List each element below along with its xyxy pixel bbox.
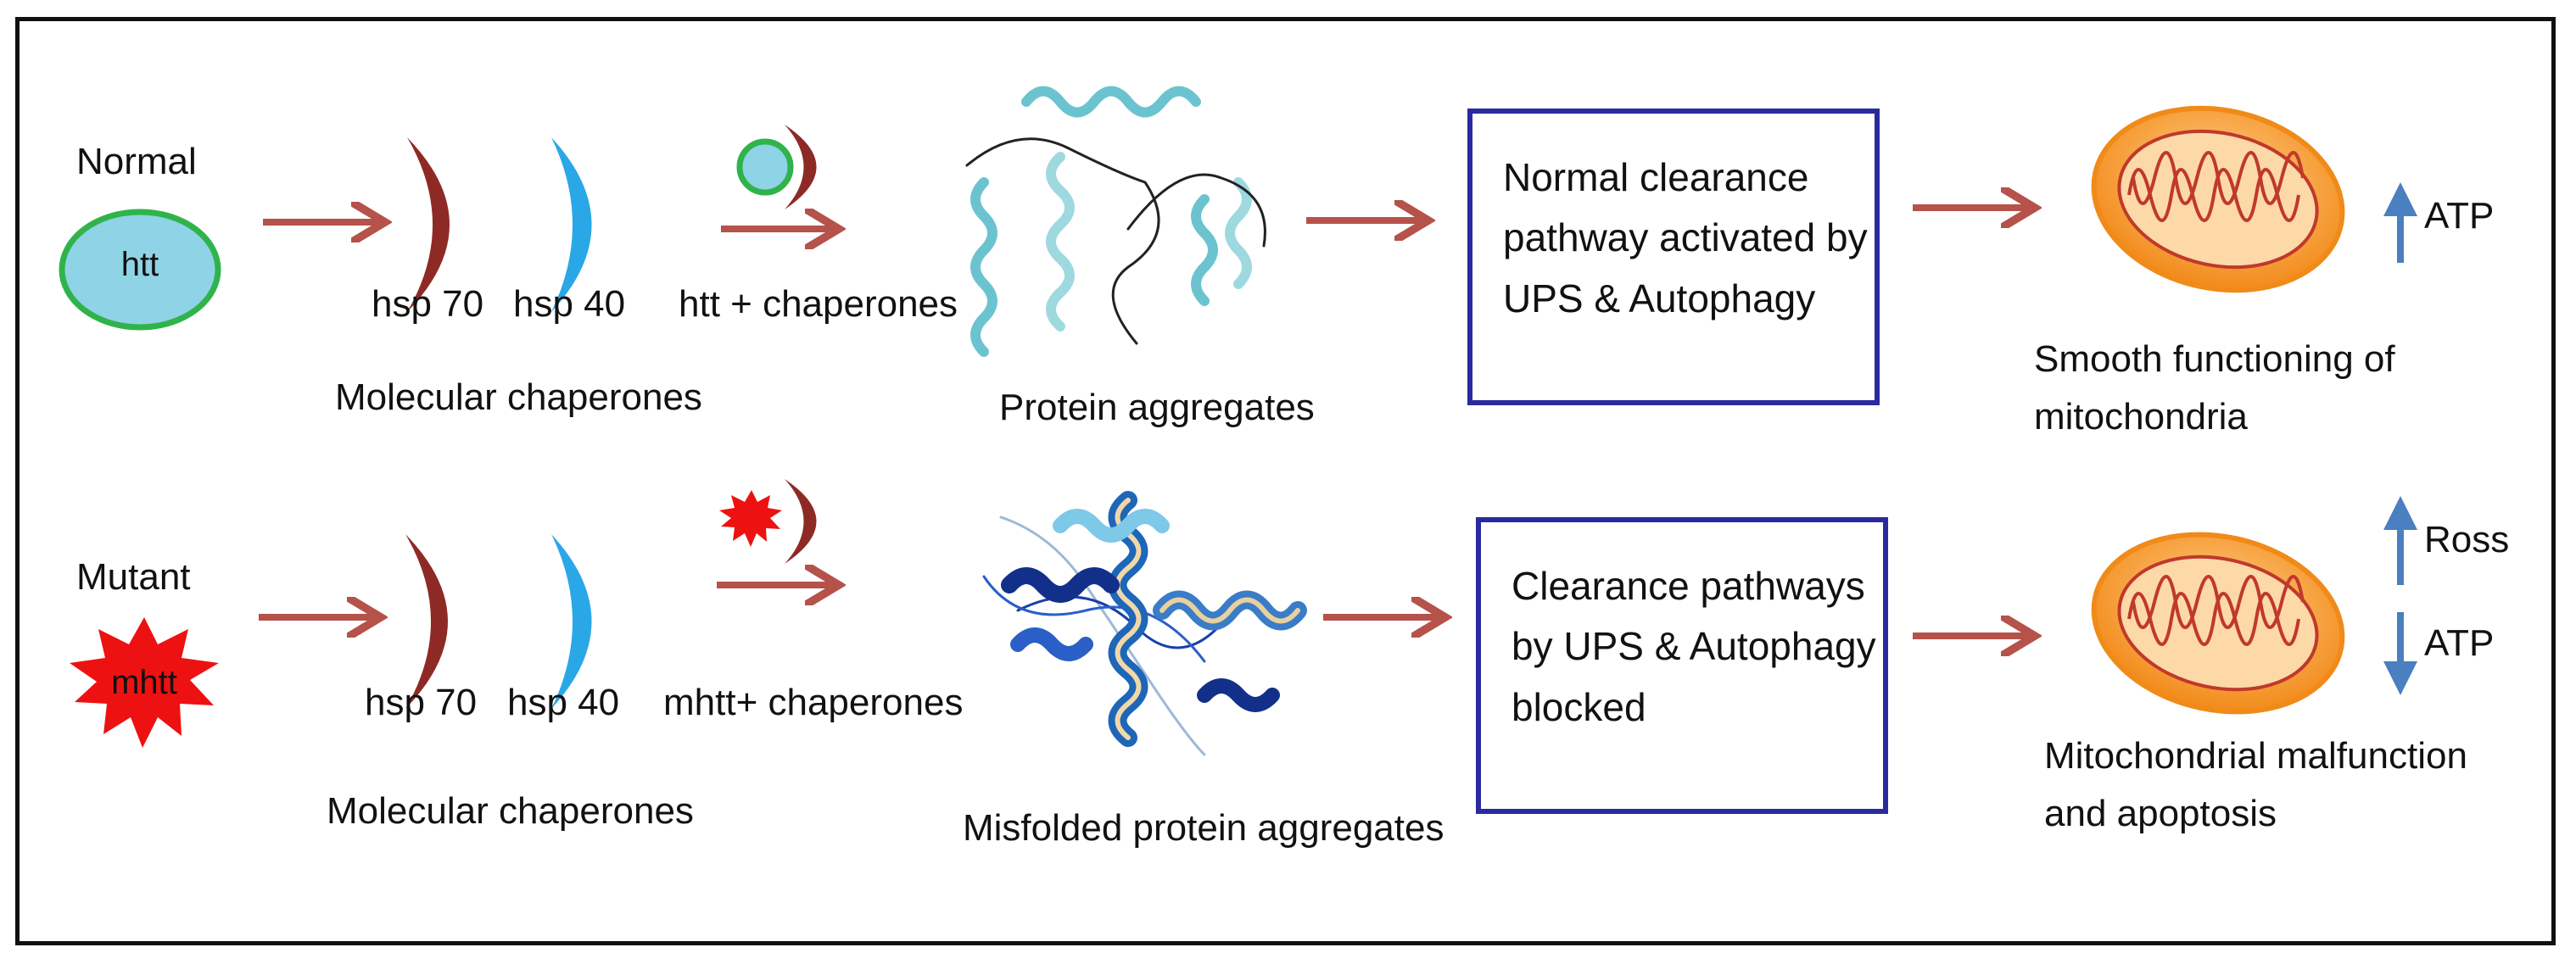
hsp70-label-2: hsp 70 <box>365 682 478 723</box>
ross-up-label: Ross <box>2424 519 2510 560</box>
htt-complex-chaperone-shape <box>785 125 817 209</box>
hsp40-label: hsp 40 <box>513 283 626 325</box>
molecular-chaperones-label-2: Molecular chaperones <box>327 790 694 832</box>
blocked-clearance-pathway-text: Clearance pathways by UPS & Autophagy bl… <box>1512 564 1876 729</box>
mhtt-protein-shape <box>70 617 219 748</box>
misfolded-aggregates-label: Misfolded protein aggregates <box>963 807 1444 849</box>
protein-aggregates-label: Protein aggregates <box>999 387 1315 428</box>
misfolded-aggregates-structure <box>982 491 1307 756</box>
mhtt-complex-chaperone-shape <box>785 479 817 564</box>
htt-protein-label: htt <box>120 246 159 283</box>
atp-down-label: ATP <box>2424 622 2495 664</box>
normal-clearance-pathway-box: Normal clearance pathway activated by UP… <box>1467 109 1880 405</box>
molecular-chaperones-label: Molecular chaperones <box>335 376 702 418</box>
hsp70-chaperone-shape <box>407 137 450 312</box>
hsp40-chaperone-shape <box>551 137 592 312</box>
hsp40-chaperone-shape-2 <box>551 534 592 709</box>
normal-state-label: Normal <box>76 141 197 182</box>
mitochondrial-malfunction-label: Mitochondrial malfunction and apoptosis <box>2044 735 2467 835</box>
hsp40-label-2: hsp 40 <box>507 682 620 723</box>
htt-complex-protein-shape <box>736 138 794 196</box>
normal-clearance-pathway-text: Normal clearance pathway activated by UP… <box>1503 155 1868 320</box>
mitochondrion-normal <box>2091 105 2345 293</box>
mhtt-chaperones-label: mhtt+ chaperones <box>663 682 964 723</box>
htt-protein-shape <box>59 209 221 331</box>
htt-chaperones-label: htt + chaperones <box>679 283 958 325</box>
atp-up-label: ATP <box>2424 195 2495 237</box>
smooth-functioning-label: Smooth functioning of mitochondria <box>2034 338 2395 438</box>
mhtt-complex-protein-shape <box>719 490 782 547</box>
mitochondrion-mutant <box>2091 532 2345 715</box>
hsp70-chaperone-shape-2 <box>405 534 448 709</box>
blocked-clearance-pathway-box: Clearance pathways by UPS & Autophagy bl… <box>1476 517 1888 814</box>
protein-aggregates-structure <box>965 86 1266 357</box>
mutant-state-label: Mutant <box>76 556 191 598</box>
hsp70-label: hsp 70 <box>372 283 484 325</box>
mhtt-protein-label: mhtt <box>111 664 177 701</box>
